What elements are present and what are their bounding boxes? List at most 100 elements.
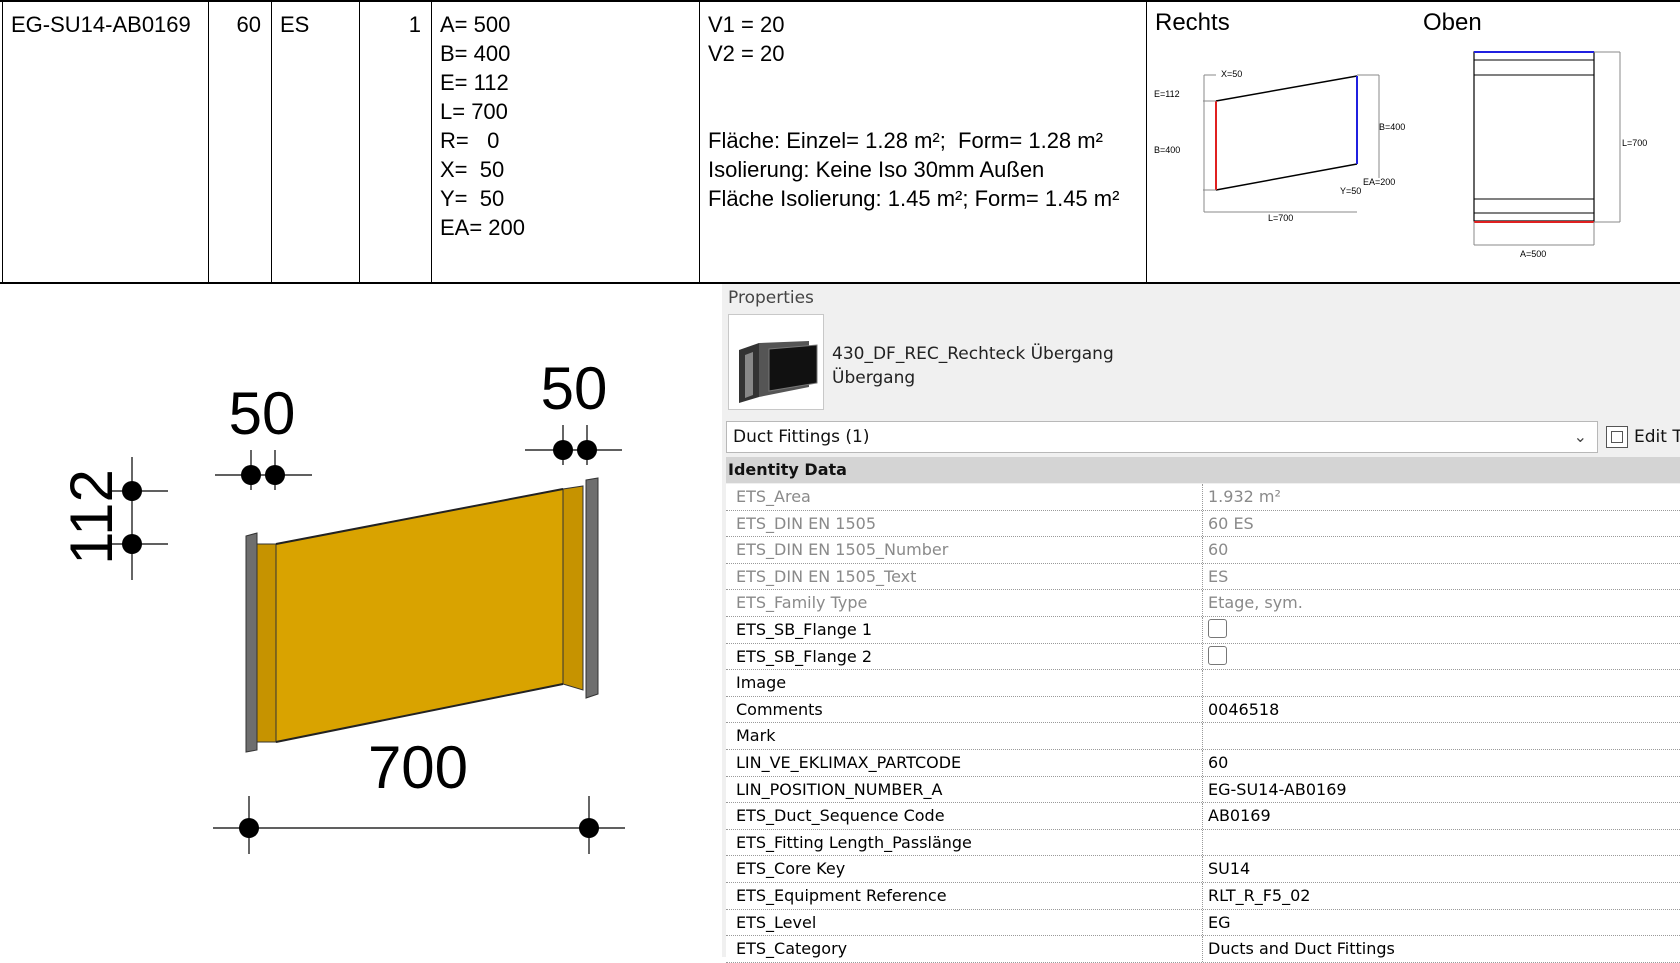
label-x: X=50 <box>1221 69 1242 79</box>
property-row[interactable]: Image <box>726 670 1680 697</box>
property-value: 1.932 m² <box>1208 487 1281 506</box>
dim-line: B= 400 <box>440 41 511 66</box>
dim-line: L= 700 <box>440 99 508 124</box>
drawing-sketches: X=50 E=112 B=400 B=400 EA=200 Y=50 L=700 <box>1154 51 1647 259</box>
property-row[interactable]: ETS_Family Type Etage, sym. <box>726 590 1680 617</box>
property-key: ETS_SB_Flange 2 <box>736 646 873 666</box>
group-label: Identity Data <box>728 460 847 479</box>
dim-line: EA= 200 <box>440 215 526 240</box>
label-b-right: B=400 <box>1379 122 1405 132</box>
property-value[interactable]: AB0169 <box>1208 806 1271 826</box>
property-key: ETS_DIN EN 1505 <box>736 513 877 533</box>
dimensions-cell: A= 500 B= 400 E= 112 L= 700 R= 0 X= 50 Y… <box>431 2 699 282</box>
info-line: Fläche Isolierung: 1.45 m²; Form= 1.45 m… <box>708 186 1120 211</box>
drawing-top-title: Oben <box>1423 9 1482 36</box>
property-key: ETS_Core Key <box>736 859 846 879</box>
property-key: ETS_DIN EN 1505_Number <box>736 540 949 560</box>
duct-body <box>254 485 584 743</box>
property-key: LIN_POSITION_NUMBER_A <box>736 779 943 799</box>
label-l: L=700 <box>1268 213 1293 223</box>
duct-fitting-thumbnail-icon <box>739 341 818 403</box>
properties-title: Properties <box>728 288 814 308</box>
edit-type-label: Edit T <box>1634 427 1680 447</box>
type-name-line: Übergang <box>832 368 916 388</box>
property-row[interactable]: LIN_POSITION_NUMBER_A EG-SU14-AB0169 <box>726 776 1680 804</box>
dimension-dots <box>122 440 599 838</box>
dim-length: 700 <box>368 734 468 801</box>
property-row[interactable]: Comments 0046518 <box>726 696 1680 724</box>
dim-line: X= 50 <box>440 157 505 182</box>
edit-type-button[interactable]: Edit T <box>1606 421 1680 453</box>
property-value[interactable]: 60 <box>1208 752 1229 772</box>
dim-line: E= 112 <box>440 70 509 95</box>
property-row[interactable]: ETS_Core Key SU14 <box>726 856 1680 883</box>
quantity-cell: 1 <box>359 2 431 282</box>
edit-type-icon <box>1606 426 1628 448</box>
property-checkbox[interactable] <box>1208 646 1227 666</box>
property-value[interactable]: EG <box>1208 912 1231 932</box>
property-checkbox[interactable] <box>1208 619 1227 639</box>
label-e: E=112 <box>1154 89 1180 99</box>
property-key: ETS_Family Type <box>736 593 868 613</box>
property-row[interactable]: ETS_Level EG <box>726 909 1680 937</box>
property-key: ETS_Level <box>736 912 817 932</box>
chevron-down-icon[interactable]: ⌄ <box>1573 427 1587 446</box>
property-key: ETS_Category <box>736 939 848 959</box>
property-key: Image <box>736 673 787 693</box>
property-key: ETS_Fitting Length_Passlänge <box>736 832 972 852</box>
element-selector[interactable]: Duct Fittings (1) ⌄ <box>726 421 1598 453</box>
type-name-line: 430_DF_REC_Rechteck Übergang <box>832 344 1114 364</box>
type-name: 430_DF_REC_Rechteck Übergang Übergang <box>832 342 1114 390</box>
side-view-sketch: X=50 E=112 B=400 B=400 EA=200 Y=50 L=700 <box>1154 69 1405 223</box>
property-row[interactable]: ETS_DIN EN 1505_Text ES <box>726 563 1680 591</box>
info-line: V1 = 20 <box>708 12 785 37</box>
properties-palette: Properties 430_DF_REC_Rechteck Übergang … <box>722 284 1680 963</box>
property-row[interactable]: ETS_Category Ducts and Duct Fittings <box>726 936 1680 963</box>
property-value[interactable]: RLT_R_F5_02 <box>1208 885 1311 905</box>
property-value[interactable]: EG-SU14-AB0169 <box>1208 779 1347 799</box>
property-value[interactable]: Ducts and Duct Fittings <box>1208 939 1395 959</box>
property-value[interactable]: 0046518 <box>1208 699 1280 719</box>
dim-side: 112 <box>58 469 125 565</box>
property-key: ETS_Area <box>736 487 811 506</box>
property-value: Etage, sym. <box>1208 593 1303 613</box>
number-cell: 60 <box>208 2 271 282</box>
property-key: Comments <box>736 699 823 719</box>
code-cell: ES <box>271 2 359 282</box>
dim-line: R= 0 <box>440 128 500 153</box>
property-row[interactable]: LIN_VE_EKLIMAX_PARTCODE 60 <box>726 749 1680 777</box>
code-text: ES <box>280 12 310 37</box>
position-text: EG-SU14-AB0169 <box>11 12 191 37</box>
property-row[interactable]: ETS_SB_Flange 1 <box>726 616 1680 644</box>
label-ea: EA=200 <box>1363 177 1395 187</box>
dim-top-right: 50 <box>541 355 608 422</box>
identity-data-group[interactable]: Identity Data <box>726 457 1680 483</box>
property-key: ETS_DIN EN 1505_Text <box>736 566 917 586</box>
info-cell: V1 = 20 V2 = 20 Fläche: Einzel= 1.28 m²;… <box>699 2 1146 282</box>
property-row[interactable]: Mark <box>726 723 1680 750</box>
dim-top-left: 50 <box>229 380 296 447</box>
duct-fitting-3d: 50 50 112 700 <box>58 355 625 854</box>
property-value: 60 <box>1208 540 1229 560</box>
info-line: Isolierung: Keine Iso 30mm Außen <box>708 157 1045 182</box>
3d-view[interactable]: 50 50 112 700 <box>0 282 720 957</box>
position-cell: EG-SU14-AB0169 <box>2 2 208 282</box>
property-row[interactable]: ETS_DIN EN 1505_Number 60 <box>726 537 1680 564</box>
property-row[interactable]: ETS_Fitting Length_Passlänge <box>726 829 1680 857</box>
label-y: Y=50 <box>1340 186 1361 196</box>
dim-line: A= 500 <box>440 12 511 37</box>
property-row[interactable]: ETS_Area 1.932 m² <box>726 484 1680 511</box>
selector-value: Duct Fittings (1) <box>733 427 870 447</box>
property-value: ES <box>1208 566 1229 586</box>
property-key: LIN_VE_EKLIMAX_PARTCODE <box>736 752 962 772</box>
label-top-a: A=500 <box>1520 249 1546 259</box>
property-row[interactable]: ETS_SB_Flange 2 <box>726 643 1680 671</box>
flanges <box>245 477 599 753</box>
property-value[interactable]: SU14 <box>1208 859 1251 879</box>
info-line: Fläche: Einzel= 1.28 m²; Form= 1.28 m² <box>708 128 1103 153</box>
type-preview <box>728 314 824 410</box>
